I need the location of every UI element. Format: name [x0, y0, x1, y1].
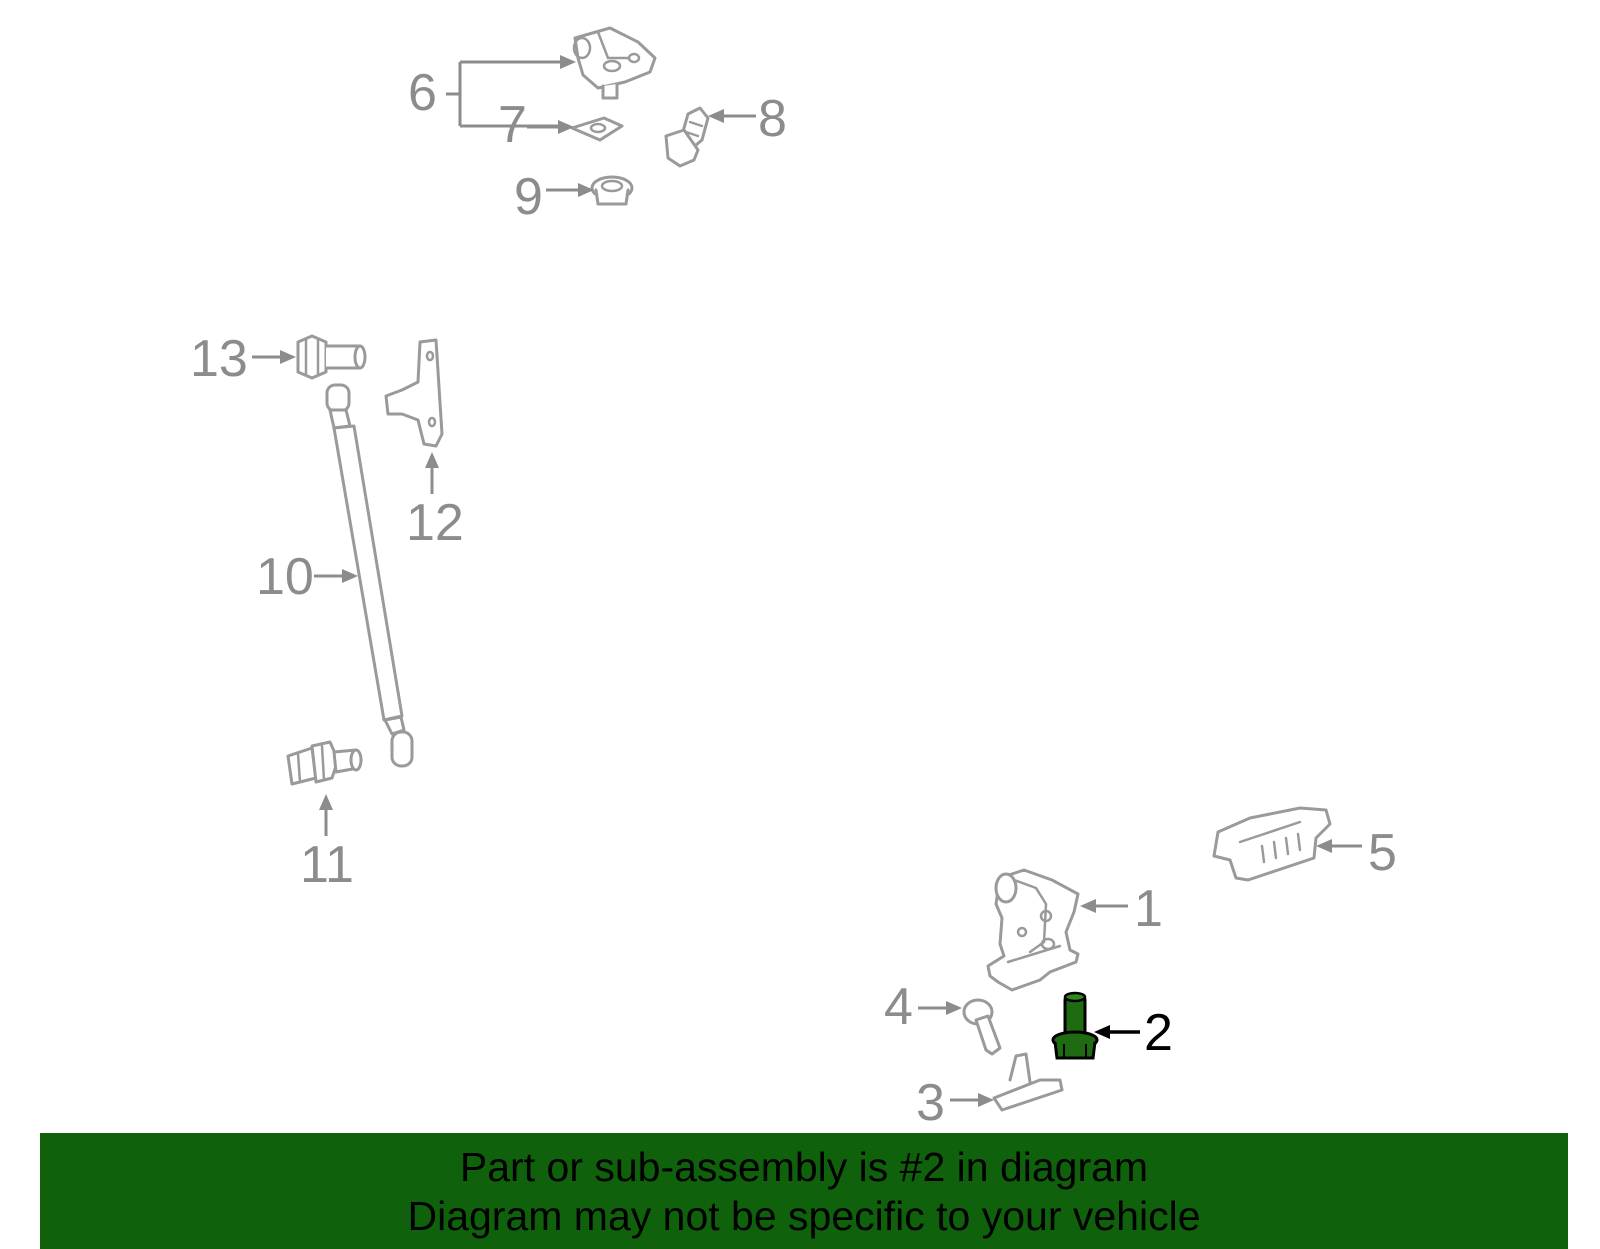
callout-12-label: 12 [406, 494, 464, 552]
callout-4-label: 4 [884, 978, 913, 1036]
callout-4: 4 [884, 978, 962, 1036]
part-7-shim [570, 116, 624, 142]
callout-5-label: 5 [1368, 824, 1397, 882]
callout-5: 5 [1316, 824, 1397, 882]
part-12-bracket [384, 338, 444, 448]
callout-10: 10 [256, 548, 358, 606]
part-8-bolt [664, 106, 710, 168]
callout-3: 3 [916, 1074, 994, 1132]
part-9-nut [590, 175, 634, 206]
callout-9-label: 9 [514, 168, 543, 226]
part-2-bolt-highlighted [1051, 991, 1099, 1060]
callout-3-label: 3 [916, 1074, 945, 1132]
part-5-cover [1212, 806, 1332, 882]
part-3-striker [992, 1052, 1064, 1112]
callout-9: 9 [514, 168, 594, 226]
part-13-ball-stud [296, 334, 367, 380]
callout-1: 1 [1080, 880, 1163, 938]
part-4-pin [962, 998, 1002, 1056]
banner-line-1: Part or sub-assembly is #2 in diagram [459, 1144, 1149, 1190]
callout-7: 7 [498, 96, 574, 154]
callout-13: 13 [190, 330, 296, 388]
callout-7-label: 7 [498, 96, 527, 154]
callout-11: 11 [300, 794, 354, 894]
notice-banner: Part or sub-assembly is #2 in diagram Di… [40, 1133, 1568, 1249]
callout-2-label: 2 [1144, 1004, 1173, 1062]
callout-11-label: 11 [300, 836, 354, 894]
callout-12: 12 [406, 452, 464, 552]
part-10-lift-support [325, 383, 414, 768]
callout-10-label: 10 [256, 548, 314, 606]
callout-1-label: 1 [1134, 880, 1163, 938]
callout-2: 2 [1094, 1004, 1173, 1062]
callout-8-label: 8 [758, 90, 787, 148]
callout-8: 8 [708, 90, 787, 148]
banner-line-2: Diagram may not be specific to your vehi… [407, 1193, 1201, 1239]
part-1-latch [986, 868, 1080, 992]
callout-6-label: 6 [408, 64, 437, 122]
callout-13-label: 13 [190, 330, 248, 388]
part-6-hinge [572, 26, 657, 100]
part-11-ball-stud [286, 740, 363, 786]
callout-6: 6 [408, 55, 576, 128]
